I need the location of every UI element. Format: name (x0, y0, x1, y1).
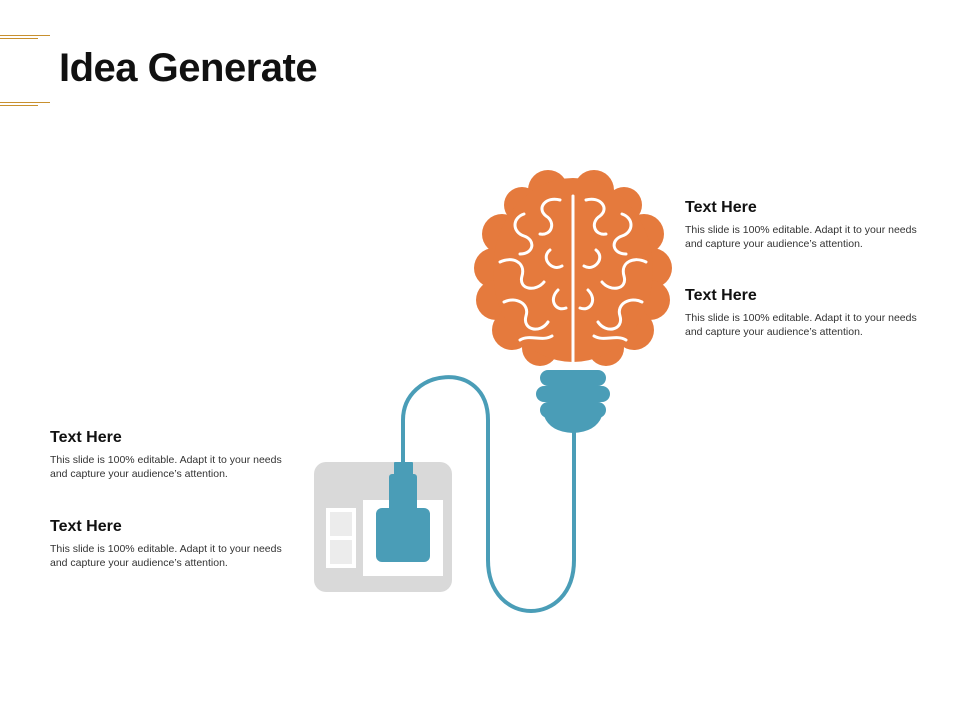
plug-icon (376, 462, 430, 562)
text-block-heading: Text Here (50, 518, 122, 535)
accent-line-top (0, 35, 50, 36)
text-block-body: This slide is 100% editable. Adapt it to… (685, 312, 917, 338)
text-block-bottom-left-1: Text Here This slide is 100% editable. A… (50, 429, 310, 481)
bulb-base-icon (536, 370, 610, 433)
accent-line-bottom-2 (0, 105, 38, 106)
brain-icon (474, 170, 672, 370)
accent-line-top-2 (0, 38, 38, 39)
text-block-heading: Text Here (50, 429, 122, 446)
cable-icon (401, 375, 576, 613)
text-block-top-right-1: Text Here This slide is 100% editable. A… (685, 199, 945, 251)
text-block-top-right-2: Text Here This slide is 100% editable. A… (685, 287, 945, 339)
text-block-body: This slide is 100% editable. Adapt it to… (50, 454, 282, 480)
text-block-heading: Text Here (685, 287, 757, 304)
text-block-heading: Text Here (685, 199, 757, 216)
page-title: Idea Generate (59, 46, 318, 90)
accent-line-bottom (0, 102, 50, 103)
text-block-body: This slide is 100% editable. Adapt it to… (50, 543, 282, 569)
text-block-body: This slide is 100% editable. Adapt it to… (685, 224, 917, 250)
text-block-bottom-left-2: Text Here This slide is 100% editable. A… (50, 518, 310, 570)
